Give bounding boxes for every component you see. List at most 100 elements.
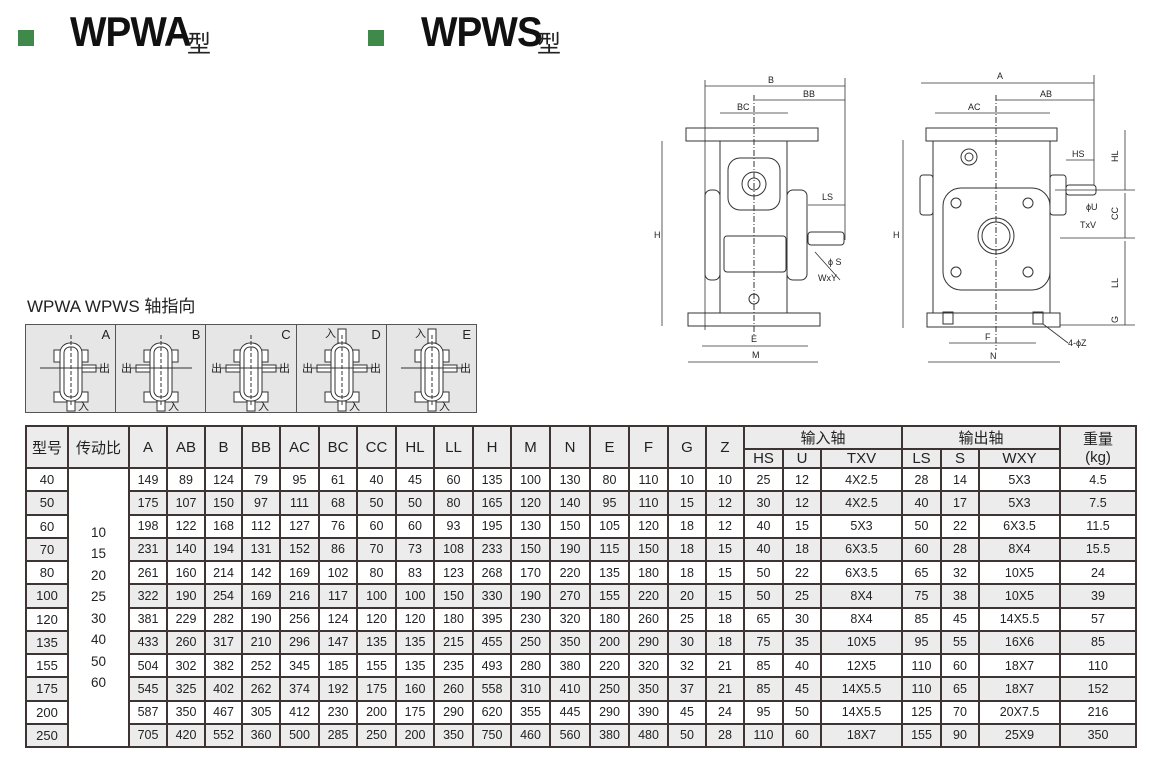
value-cell: 79	[241, 466, 281, 493]
value-cell: 500	[279, 722, 320, 749]
value-cell: 39	[1059, 583, 1137, 609]
value-cell: 545	[128, 676, 168, 702]
value-cell: 32	[667, 652, 707, 679]
value-cell: 560	[549, 722, 591, 749]
header-hl: HL	[395, 425, 435, 469]
header-ratio: 传动比	[67, 425, 130, 469]
value-cell: 28	[901, 466, 942, 493]
value-cell: 124	[204, 466, 243, 493]
wpws-title: WPWS	[421, 8, 543, 55]
label-Z: 4-ϕZ	[1068, 338, 1087, 348]
value-cell: 30	[667, 629, 707, 656]
value-cell: 123	[433, 559, 474, 586]
header-input-shaft: 输入轴	[743, 425, 903, 450]
header-ac: AC	[279, 425, 320, 469]
value-cell: 100	[395, 583, 435, 609]
value-cell: 65	[940, 676, 980, 702]
value-cell: 250	[589, 676, 630, 702]
value-cell: 330	[472, 583, 512, 609]
in-label: 入	[349, 401, 360, 412]
value-cell: 18	[667, 536, 707, 563]
label-LS: LS	[822, 192, 833, 202]
value-cell: 420	[166, 722, 206, 749]
header-model: 型号	[25, 425, 69, 469]
value-cell: 216	[279, 583, 320, 609]
value-cell: 235	[433, 652, 474, 679]
header-ab: AB	[166, 425, 206, 469]
value-cell: 381	[128, 606, 168, 632]
value-cell: 40	[782, 652, 822, 679]
value-cell: 50	[395, 490, 435, 516]
value-cell: 215	[433, 629, 474, 656]
value-cell: 83	[395, 559, 435, 586]
value-cell: 6X3.5	[820, 536, 903, 563]
header-g: G	[667, 425, 707, 469]
value-cell: 150	[433, 583, 474, 609]
value-cell: 200	[395, 722, 435, 749]
label-N: N	[990, 351, 997, 361]
value-cell: 345	[279, 652, 320, 679]
header-e: E	[589, 425, 630, 469]
value-cell: 750	[472, 722, 512, 749]
gearbox-diagram-icon: 入出出	[211, 335, 290, 412]
value-cell: 270	[549, 583, 591, 609]
ratio-value: 15	[90, 546, 107, 561]
value-cell: 107	[166, 490, 206, 516]
value-cell: 350	[166, 699, 206, 725]
value-cell: 402	[204, 676, 243, 702]
model-cell: 80	[25, 559, 69, 586]
value-cell: 256	[279, 606, 320, 632]
value-cell: 76	[318, 513, 358, 539]
out-label: 出	[370, 361, 381, 375]
header-txv: TXV	[820, 448, 903, 469]
value-cell: 250	[510, 629, 551, 656]
value-cell: 110	[901, 676, 942, 702]
value-cell: 73	[395, 536, 435, 563]
value-cell: 374	[279, 676, 320, 702]
header-ll: LL	[433, 425, 474, 469]
value-cell: 200	[356, 699, 397, 725]
value-cell: 16X6	[978, 629, 1061, 656]
model-cell: 135	[25, 629, 69, 656]
dimension-drawings: B BB BC H LS ϕ S WxY E M	[654, 71, 1135, 363]
header-output-shaft: 输出轴	[901, 425, 1061, 450]
ratio-value: 10	[90, 524, 107, 540]
value-cell: 180	[628, 559, 669, 586]
value-cell: 290	[589, 699, 630, 725]
value-cell: 25	[782, 583, 822, 609]
value-cell: 12	[705, 490, 745, 516]
value-cell: 135	[589, 559, 630, 586]
ratio-value: 20	[90, 567, 107, 583]
value-cell: 231	[128, 536, 168, 563]
value-cell: 168	[204, 513, 243, 539]
value-cell: 140	[549, 490, 591, 516]
value-cell: 4.5	[1059, 466, 1137, 493]
value-cell: 15.5	[1059, 536, 1137, 563]
header-n: N	[549, 425, 591, 469]
value-cell: 200	[589, 629, 630, 656]
header-f: F	[628, 425, 669, 469]
value-cell: 185	[318, 652, 358, 679]
direction-letter: B	[191, 327, 201, 342]
model-cell: 40	[25, 466, 69, 493]
value-cell: 70	[940, 699, 980, 725]
value-cell: 10X5	[978, 583, 1061, 609]
value-cell: 382	[204, 652, 243, 679]
label-HS: HS	[1072, 149, 1085, 159]
value-cell: 5X3	[978, 490, 1061, 516]
value-cell: 180	[433, 606, 474, 632]
value-cell: 20	[667, 583, 707, 609]
value-cell: 198	[128, 513, 168, 539]
label-G: G	[1110, 316, 1120, 323]
value-cell: 131	[241, 536, 281, 563]
value-cell: 320	[549, 606, 591, 632]
value-cell: 115	[589, 536, 630, 563]
value-cell: 360	[241, 722, 281, 749]
model-cell: 60	[25, 513, 69, 539]
label-M: M	[752, 350, 760, 360]
value-cell: 28	[940, 536, 980, 563]
value-cell: 169	[241, 583, 281, 609]
header-ls: LS	[901, 448, 942, 469]
